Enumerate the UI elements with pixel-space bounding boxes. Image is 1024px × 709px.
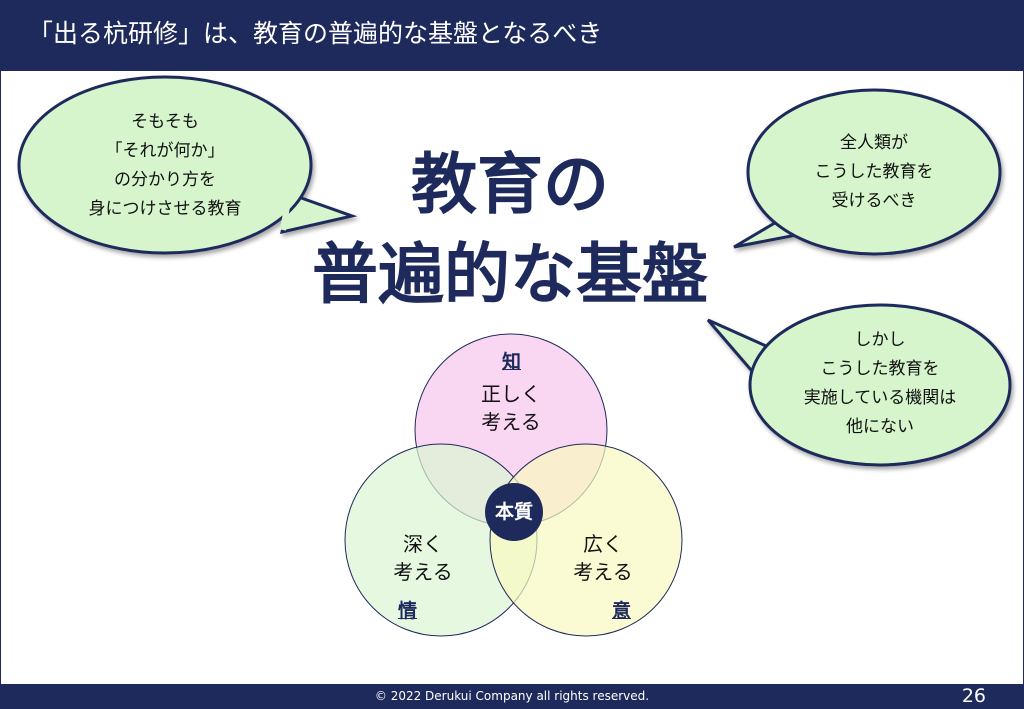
venn-label-left-line: 深く bbox=[403, 532, 443, 556]
bubble-bottom-right-line: 実施している機関は bbox=[803, 388, 957, 408]
page-number: 26 bbox=[961, 685, 986, 707]
slide-header: 「出る杭研修」は、教育の普遍的な基盤となるべき bbox=[0, 0, 1024, 71]
bubble-top-right-line: 全人類が bbox=[840, 133, 908, 153]
bubble-top-right-line: 受けるべき bbox=[831, 191, 917, 211]
bubble-bottom-right-line: しかし bbox=[854, 330, 906, 350]
venn-tag-left: 情 bbox=[398, 600, 418, 622]
venn-label-top: 正しく 考える bbox=[461, 380, 561, 436]
speech-bubble-bottom-right bbox=[706, 303, 1012, 467]
speech-bubble-top-right bbox=[733, 88, 1002, 256]
main-heading: 教育の 普遍的な基盤 bbox=[230, 140, 790, 320]
venn-tag-right: 意 bbox=[612, 600, 632, 622]
venn-label-right-line: 考える bbox=[573, 560, 633, 584]
venn-diagram bbox=[344, 333, 683, 637]
venn-core bbox=[485, 483, 543, 541]
venn-label-left-line: 考える bbox=[393, 560, 453, 584]
bubble-left-line: 身につけさせる教育 bbox=[88, 199, 242, 219]
bubble-left-line: 「それが何か」 bbox=[105, 141, 225, 161]
venn-tag-top: 知 bbox=[502, 351, 522, 373]
venn-label-left: 深く 考える bbox=[373, 530, 473, 586]
venn-label-top-line: 考える bbox=[481, 410, 541, 434]
main-heading-line2: 普遍的な基盤 bbox=[312, 236, 708, 313]
bubble-left-text: そもそも 「それが何か」 の分かり方を 身につけさせる教育 bbox=[40, 108, 290, 224]
bubble-bottom-right-line: こうした教育を bbox=[820, 359, 940, 379]
venn-circle-right bbox=[489, 443, 683, 637]
slide-footer: © 2022 Derukui Company all rights reserv… bbox=[0, 684, 1024, 709]
venn-label-top-line: 正しく bbox=[481, 382, 541, 406]
bubble-left-line: の分かり方を bbox=[114, 170, 216, 190]
venn-core-label: 本質 bbox=[494, 501, 533, 523]
bubble-top-right-line: こうした教育を bbox=[814, 162, 934, 182]
bubble-bottom-right-text: しかし こうした教育を 実施している機関は 他にない bbox=[770, 326, 990, 442]
slide-title: 「出る杭研修」は、教育の普遍的な基盤となるべき bbox=[28, 19, 603, 48]
main-heading-line1: 教育の bbox=[411, 146, 609, 223]
venn-label-right: 広く 考える bbox=[553, 530, 653, 586]
speech-bubble-left bbox=[17, 75, 358, 255]
copyright-text: © 2022 Derukui Company all rights reserv… bbox=[374, 689, 650, 703]
venn-label-right-line: 広く bbox=[583, 532, 623, 556]
bubble-bottom-right-line: 他にない bbox=[846, 417, 914, 437]
bubble-top-right-text: 全人類が こうした教育を 受けるべき bbox=[764, 129, 984, 216]
bubble-left-line: そもそも bbox=[131, 112, 199, 132]
